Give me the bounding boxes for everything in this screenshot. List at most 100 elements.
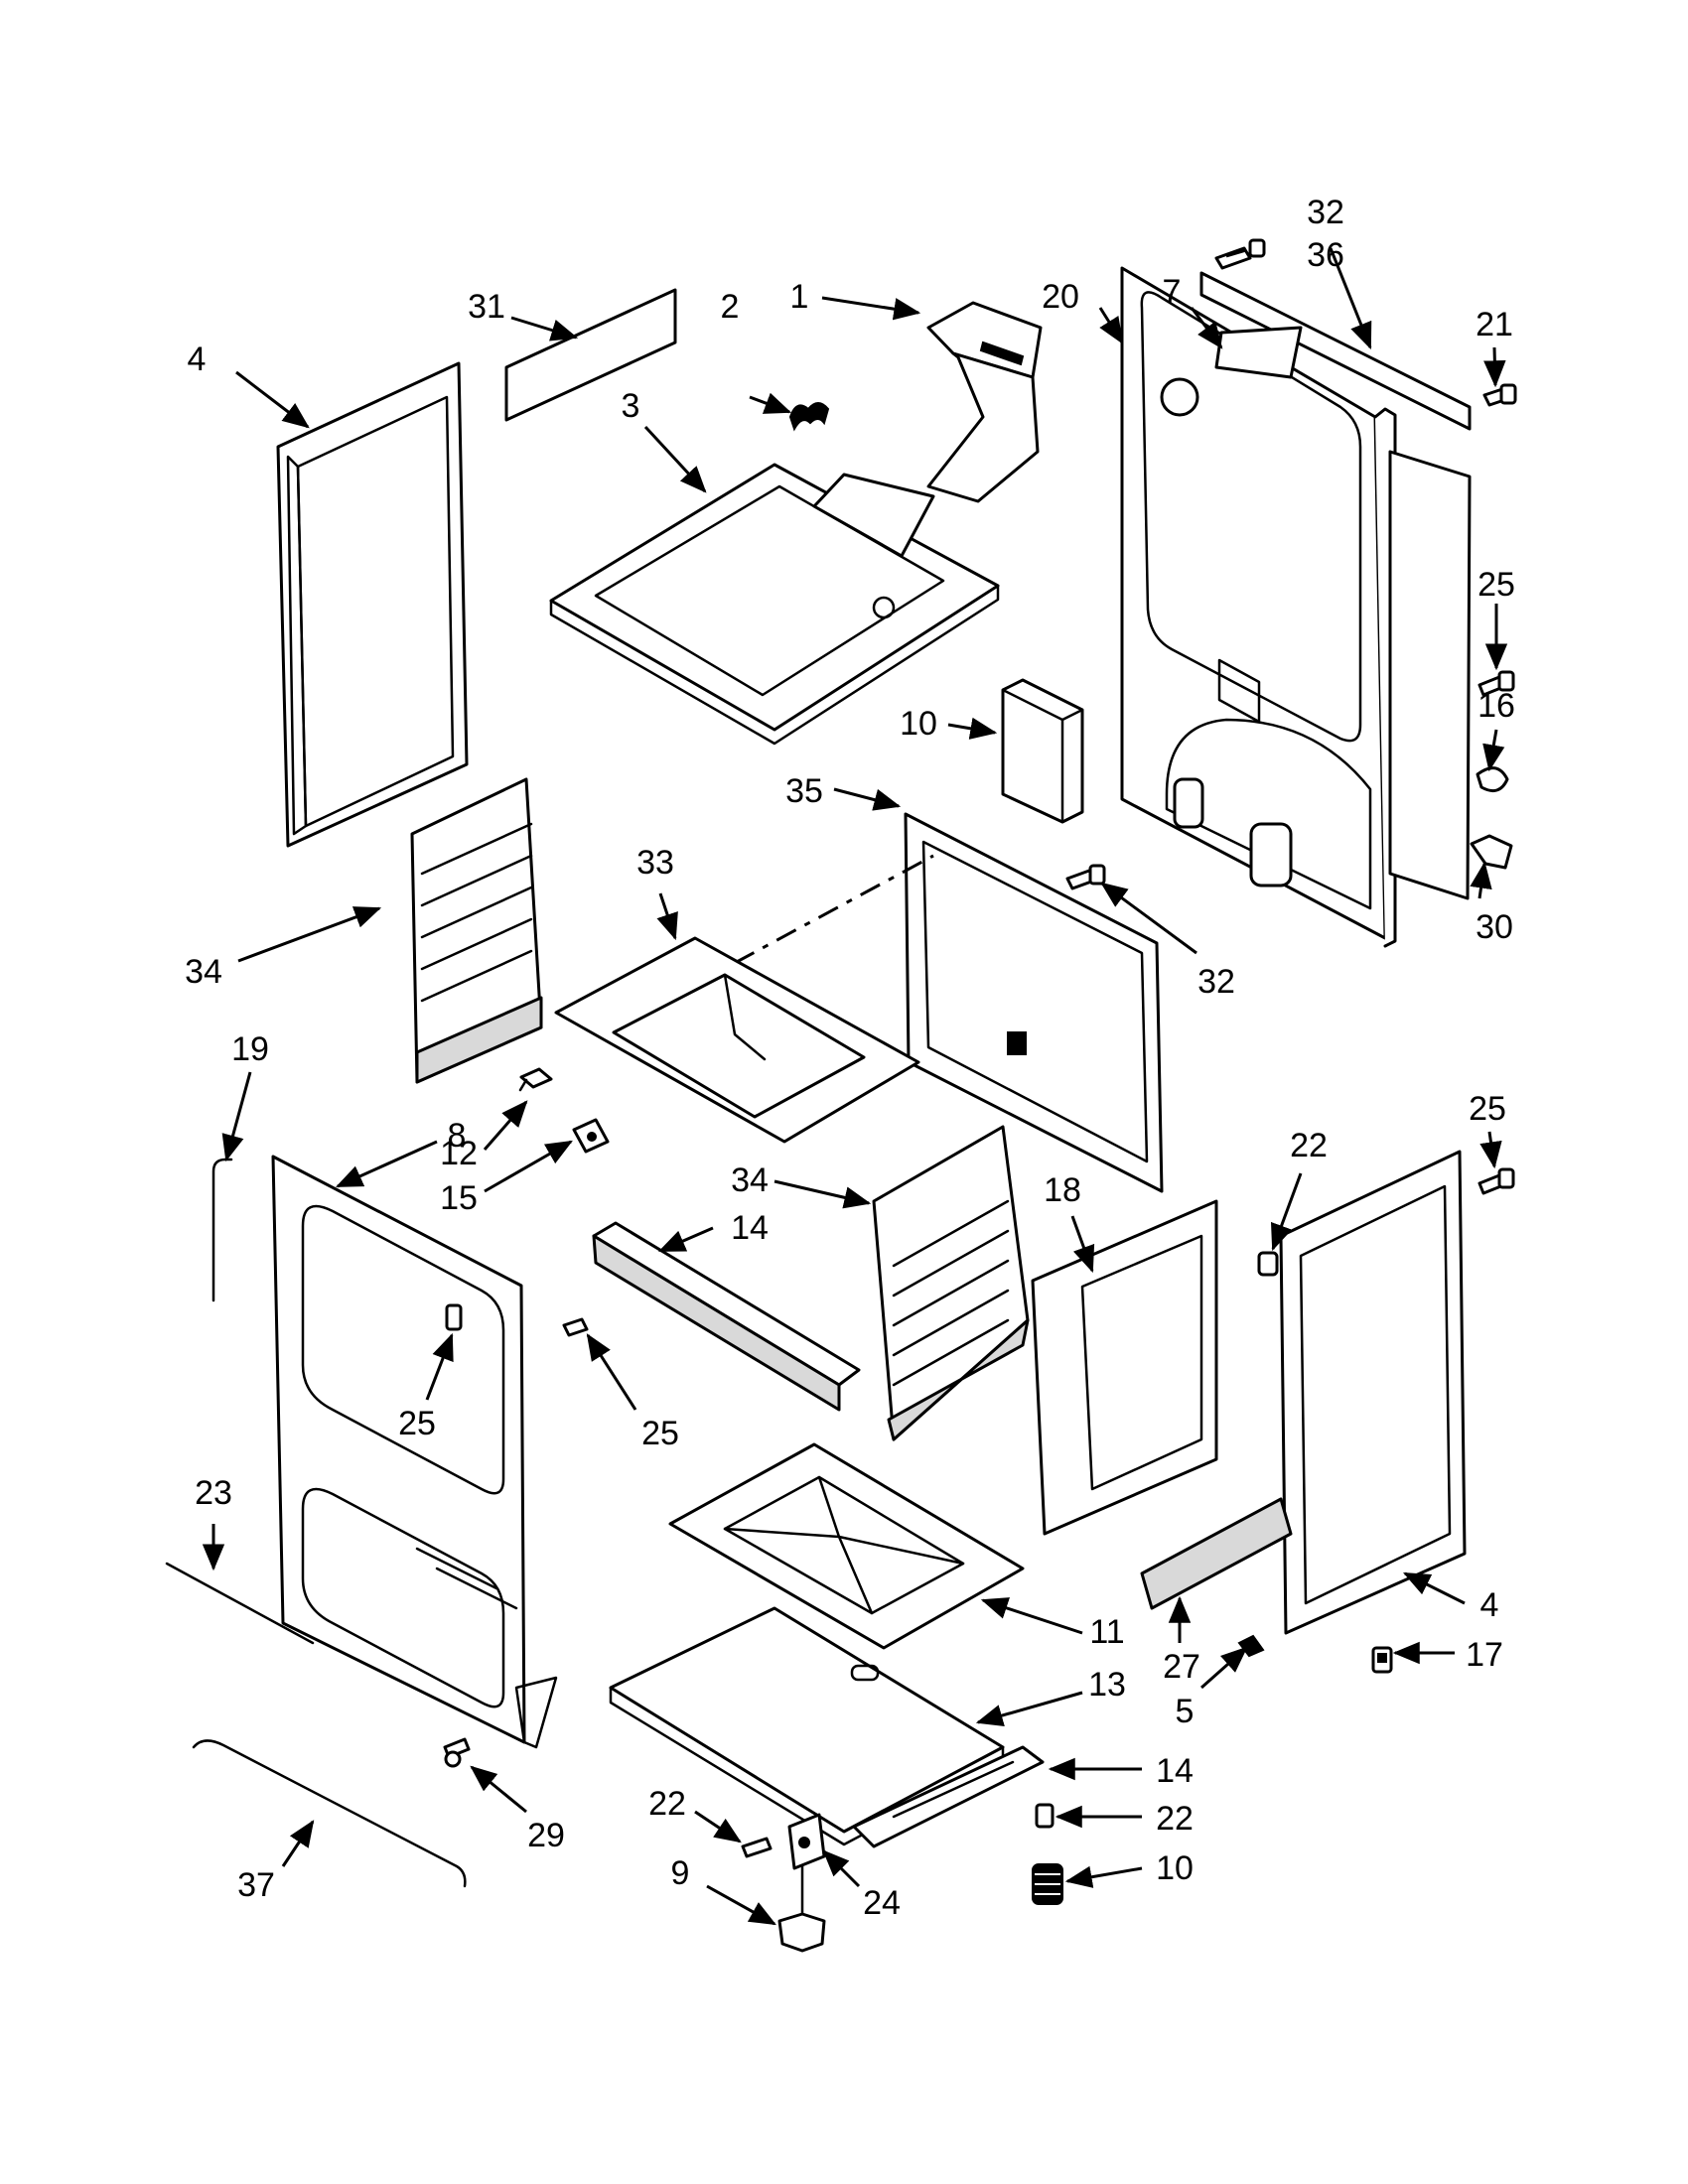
callout-17: 16	[1477, 687, 1515, 725]
leader-32-top	[1225, 248, 1247, 258]
callout-11: 11	[1089, 1613, 1124, 1651]
part-37-trim-rod	[192, 1739, 467, 1888]
callout-29: 29	[527, 1817, 565, 1854]
part-1-vent-duct	[926, 301, 1043, 503]
callout-24: 24	[863, 1884, 901, 1922]
leader-4-top	[235, 370, 310, 429]
leader-5	[1200, 1646, 1248, 1690]
part-22-screw-bottom-right	[1035, 1803, 1055, 1829]
part-32-screw-mid	[1065, 864, 1106, 890]
part-23-rod	[165, 1562, 315, 1645]
leader-34-upper	[237, 906, 382, 963]
part-11-bottom-tray	[668, 1442, 1025, 1650]
callout-22-bottom-right: 22	[1156, 1800, 1194, 1838]
part-8-front-frame	[271, 1155, 558, 1749]
part-10-foot	[1032, 1863, 1063, 1905]
callout-9: 9	[671, 1854, 690, 1892]
leader-25-frame-b	[586, 1333, 637, 1411]
callout-25-right: 25	[1477, 566, 1515, 604]
callout-2: 2	[721, 288, 740, 326]
callout-7: 7	[1163, 273, 1182, 311]
leader-22-right-panel	[1270, 1172, 1303, 1252]
part-6-insulation-block	[1001, 678, 1084, 824]
callout-27: 27	[1163, 1648, 1200, 1686]
part-35-oven-frame	[904, 812, 1164, 1193]
callout-3: 3	[622, 387, 640, 425]
leader-9	[706, 1884, 776, 1926]
callout-22-bracket: 22	[648, 1785, 686, 1823]
leader-37	[281, 1820, 315, 1867]
part-18-clip	[1371, 1646, 1393, 1674]
leader-6	[947, 717, 998, 740]
leader-11	[980, 1597, 1083, 1635]
part-19-inner-panel	[1031, 1199, 1218, 1536]
part-33-oven-bottom	[554, 936, 920, 1144]
part-4-side-panel-left	[276, 361, 469, 848]
leader-30	[1470, 861, 1492, 899]
leader-7	[1190, 307, 1223, 349]
part-3-top-panel	[549, 463, 1000, 746]
leader-19	[1070, 1215, 1095, 1274]
callout-23: 23	[195, 1474, 232, 1512]
callout-12: 12	[440, 1135, 478, 1172]
leader-1	[821, 296, 921, 321]
part-29-screw	[443, 1737, 471, 1768]
callout-25-right-top: 25	[1469, 1090, 1506, 1128]
part-9-leveling-leg	[777, 1864, 826, 1953]
part-36-rear-trim	[1199, 271, 1472, 431]
callout-22-right-panel: 22	[1290, 1127, 1328, 1164]
leader-10	[1064, 1865, 1143, 1888]
callout-31: 31	[468, 288, 505, 326]
leader-33	[656, 892, 678, 941]
leader-35	[833, 787, 902, 811]
part-25-screw-right-top	[1477, 1167, 1515, 1195]
part-16-hinge-clip	[572, 1118, 610, 1154]
leader-2	[749, 392, 792, 414]
leader-4-bottom	[1402, 1571, 1466, 1605]
part-14-kick-rail	[852, 1745, 1045, 1848]
part-30-clip	[1470, 834, 1513, 870]
leader-32-mid	[1100, 882, 1197, 955]
leader-12	[483, 1100, 528, 1151]
callout-labels: 32 36 21 7 20 1 2 31 3 4 10 35 32 25 16 …	[185, 194, 1515, 1922]
callout-30: 30	[1476, 908, 1513, 946]
callout-22-top: 21	[1476, 306, 1513, 343]
leader-17	[1482, 729, 1505, 772]
part-34-rack-support-upper	[410, 777, 543, 1084]
part-12-clip	[518, 1067, 553, 1092]
leader-25-frame-a	[425, 1332, 454, 1401]
part-31-label	[504, 288, 677, 422]
part-7-bracket	[1214, 326, 1472, 900]
callout-35: 35	[785, 772, 823, 810]
part-27-trim-piece	[1140, 1497, 1293, 1610]
part-17-clip	[1476, 766, 1509, 793]
part-34-rack-support-lower	[872, 1125, 1030, 1441]
callout-19: 18	[1044, 1171, 1081, 1209]
callout-21: 19	[231, 1030, 269, 1068]
leader-22-bracket	[694, 1810, 742, 1843]
leader-36	[1329, 247, 1372, 350]
callout-16: 15	[440, 1179, 478, 1217]
callout-1: 1	[790, 278, 809, 316]
leader-21	[221, 1071, 252, 1162]
part-22-screw-right-panel	[1257, 1251, 1279, 1277]
callout-32-mid: 32	[1197, 963, 1235, 1001]
callout-25-frame-a: 25	[398, 1405, 436, 1442]
leader-29	[470, 1765, 527, 1814]
part-2-clip	[788, 402, 830, 432]
callout-15: 14	[731, 1209, 769, 1247]
callout-34-lower: 34	[731, 1161, 769, 1199]
callout-33: 33	[636, 844, 674, 882]
leader-31	[510, 316, 579, 341]
callout-6: 10	[900, 705, 937, 743]
part-32-screw-top	[1214, 238, 1266, 270]
part-25-screw-frame-a	[445, 1303, 463, 1331]
part-15-trim-bar	[592, 1221, 861, 1412]
callout-5: 5	[1176, 1693, 1195, 1730]
part-25-screw-right	[1477, 670, 1515, 697]
leader-15	[657, 1226, 714, 1253]
callout-25-frame-b: 25	[641, 1415, 679, 1452]
callout-leaders	[202, 247, 1508, 1926]
callout-18: 17	[1466, 1636, 1503, 1674]
